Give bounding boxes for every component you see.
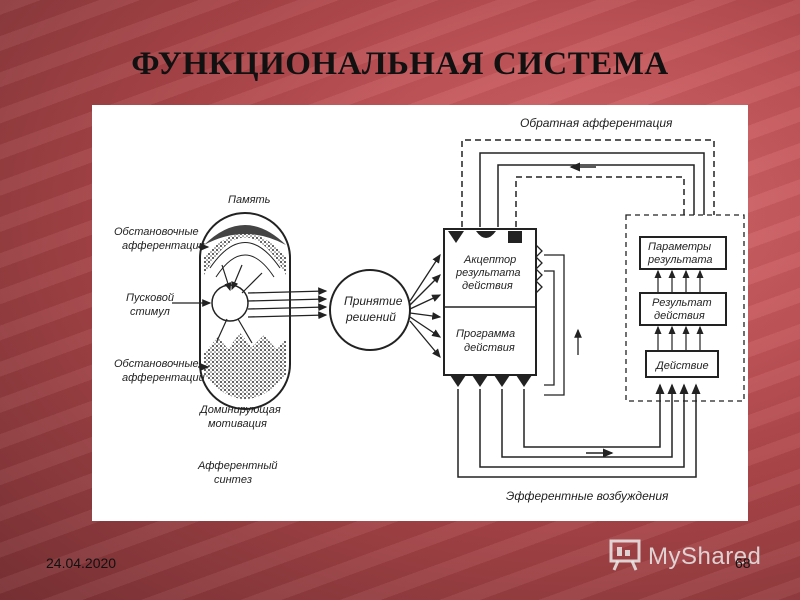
logo-text: MyShared xyxy=(648,543,762,570)
acceptor-program-block xyxy=(443,228,543,387)
memory-capsule xyxy=(199,212,291,410)
presentation-board-icon xyxy=(609,539,641,571)
situational-bottom-2: афферентации xyxy=(122,372,205,384)
motivation-1: Доминирующая xyxy=(198,404,281,416)
params-1: Параметры xyxy=(648,241,711,253)
memory-label: Память xyxy=(228,194,271,206)
right-wires xyxy=(544,254,582,396)
acceptor-1: Акцептор xyxy=(463,254,516,266)
efferent-label: Эфферентные возбуждения xyxy=(506,489,669,503)
result-box xyxy=(639,292,727,326)
result-arrows xyxy=(654,269,704,351)
slide-title: ФУНКЦИОНАЛЬНАЯ СИСТЕМА xyxy=(131,46,669,82)
result-frame xyxy=(625,214,745,402)
decision-1: Принятие xyxy=(344,294,403,308)
situational-bottom-1: Обстановочные xyxy=(114,358,199,370)
functional-system-diagram: Обратная афферентация Память Обстановочн… xyxy=(114,116,745,503)
result-1: Результат xyxy=(652,297,712,309)
params-box xyxy=(639,236,727,270)
acceptor-3: действия xyxy=(462,280,513,292)
diagram-panel: Обратная афферентация Память Обстановочн… xyxy=(92,105,748,521)
situational-top-2: афферентации xyxy=(122,240,205,252)
synthesis-arrows xyxy=(247,287,328,320)
feedback-loop xyxy=(461,139,715,227)
feedback-label: Обратная афферентация xyxy=(520,116,673,130)
result-2: действия xyxy=(654,310,705,322)
afferent-synthesis-1: Афферентный xyxy=(197,460,278,472)
afferent-synthesis-2: синтез xyxy=(214,474,252,486)
motivation-2: мотивация xyxy=(208,418,267,430)
program-1: Программа xyxy=(456,328,515,340)
acceptor-2: результата xyxy=(455,267,521,279)
trigger-1: Пусковой xyxy=(126,292,174,304)
slide-page-number: 68 xyxy=(735,555,751,571)
trigger-2: стимул xyxy=(130,306,170,318)
myshared-logo: MyShared xyxy=(608,538,768,574)
situational-top-1: Обстановочные xyxy=(114,226,199,238)
program-2: действия xyxy=(464,342,515,354)
params-2: результата xyxy=(647,254,713,266)
decision-2: решений xyxy=(345,310,396,324)
action-box xyxy=(645,350,719,378)
decision-circle xyxy=(329,269,411,351)
slide-date: 24.04.2020 xyxy=(46,555,117,571)
action-label: Действие xyxy=(654,360,709,372)
decision-fan xyxy=(409,253,442,358)
left-inputs xyxy=(172,243,212,371)
efferent-lines xyxy=(457,383,701,478)
